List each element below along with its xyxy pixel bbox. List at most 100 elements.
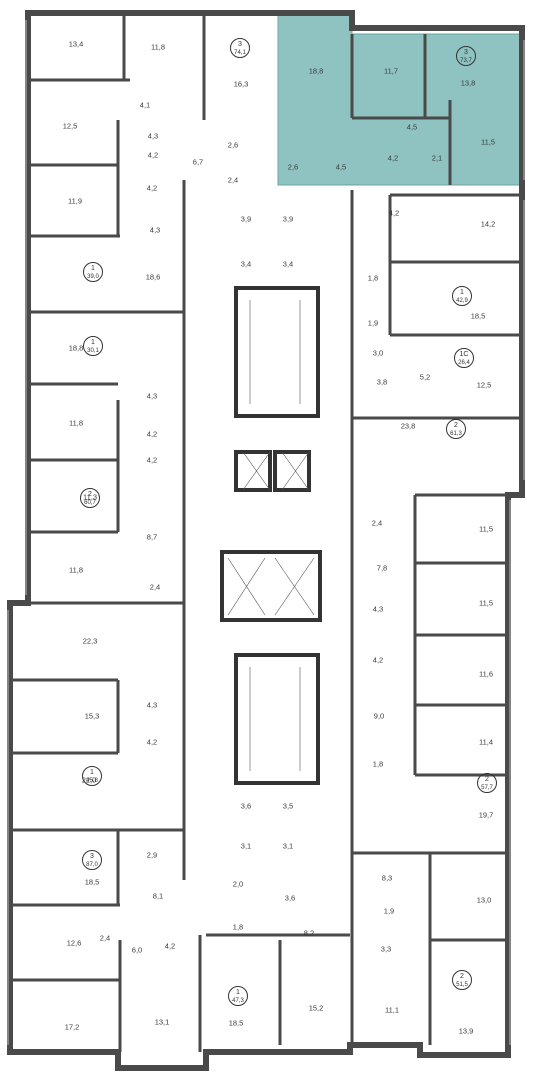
room-area-label: 15,2 [308,1003,324,1013]
room-area-label: 11,8 [150,42,166,52]
room-area-label: 3,9 [240,214,252,224]
room-area-label: 5,2 [419,372,431,382]
room-area-label: 11,6 [478,669,494,679]
room-area-label: 11,5 [478,598,494,608]
room-area-label: 4,3 [149,225,161,235]
apartment-area: 47,3 [232,998,244,1004]
room-area-label: 11,5 [478,524,494,534]
room-area-label: 8,1 [152,891,164,901]
room-area-label: 18,5 [84,877,100,887]
apartment-rooms: 1 [91,265,95,272]
room-area-label: 22,3 [82,636,98,646]
room-area-label: 2,4 [371,518,383,528]
apartment-area: 39,0 [87,274,99,280]
room-area-label: 8,2 [303,928,315,938]
room-area-label: 11,9 [67,196,83,206]
room-area-label: 1,9 [367,318,379,328]
room-area-label: 3,6 [240,801,252,811]
apartment-rooms: 2 [460,973,464,980]
highlighted-apartment-area[interactable] [277,12,523,186]
room-area-label: 12,5 [476,380,492,390]
room-area-label: 2,4 [149,582,161,592]
room-area-label: 4,3 [147,131,159,141]
room-area-label: 18,8 [308,66,324,76]
apartment-rooms: 2 [485,776,489,783]
room-area-label: 9,0 [373,711,385,721]
apartment-area: 61,3 [450,431,462,437]
room-area-label: 3,9 [282,214,294,224]
room-area-label: 16,3 [233,79,249,89]
room-area-label: 3,1 [282,841,294,851]
room-area-label: 3,3 [380,944,392,954]
outer-walls [7,10,525,1071]
room-area-label: 6,0 [131,945,143,955]
room-area-label: 11,4 [478,737,494,747]
room-area-label: 3,4 [282,259,294,269]
room-area-label: 19,7 [478,810,494,820]
room-area-label: 3,4 [240,259,252,269]
room-area-label: 4,2 [388,208,400,218]
apartment-area: 30,1 [87,348,99,354]
apartment-area: 51,5 [456,982,468,988]
room-area-label: 13,4 [68,39,84,49]
room-area-label: 4,2 [146,455,158,465]
room-area-label: 3,6 [284,893,296,903]
room-area-label: 11,7 [383,66,399,76]
room-area-label: 2,6 [227,140,239,150]
room-area-label: 4,5 [335,162,347,172]
room-area-label: 1,8 [232,922,244,932]
apartment-rooms: 1С [459,351,469,358]
room-area-label: 2,0 [232,879,244,889]
room-area-label: 4,1 [139,100,151,110]
room-area-label: 4,3 [146,700,158,710]
apartment-area: 87,0 [86,862,98,868]
room-area-label: 1,9 [383,906,395,916]
apartment-area: 42,9 [456,298,468,304]
apartment-rooms: 1 [236,989,240,996]
apartment-area: 60,7 [84,500,96,506]
room-area-label: 4,2 [164,941,176,951]
core-detail [227,300,315,771]
apartment-rooms: 3 [464,49,468,56]
apartment-area: 74,1 [234,50,246,56]
room-area-label: 18,8 [68,343,84,353]
room-area-label: 3,5 [282,801,294,811]
room-area-label: 4,3 [372,604,384,614]
room-area-label: 3,8 [376,377,388,387]
room-area-label: 4,2 [147,150,159,160]
room-area-label: 11,8 [68,418,84,428]
room-area-label: 13,1 [154,1017,170,1027]
apartment-rooms: 1 [90,769,94,776]
apartment-rooms: 3 [238,41,242,48]
room-area-label: 13,0 [476,895,492,905]
room-area-label: 3,1 [240,841,252,851]
room-area-label: 2,9 [146,850,158,860]
room-area-label: 13,8 [460,78,476,88]
room-area-label: 4,2 [146,737,158,747]
room-area-label: 13,9 [458,1026,474,1036]
interior-walls [10,13,522,1052]
apartment-area: 57,7 [481,785,493,791]
room-area-label: 1,8 [367,273,379,283]
windows [7,20,525,1045]
room-area-label: 12,6 [66,938,82,948]
room-area-label: 18,5 [228,1018,244,1028]
room-area-label: 18,6 [145,272,161,282]
apartment-rooms: 1 [91,339,95,346]
room-area-label: 8,7 [146,532,158,542]
room-area-label: 3,0 [372,348,384,358]
